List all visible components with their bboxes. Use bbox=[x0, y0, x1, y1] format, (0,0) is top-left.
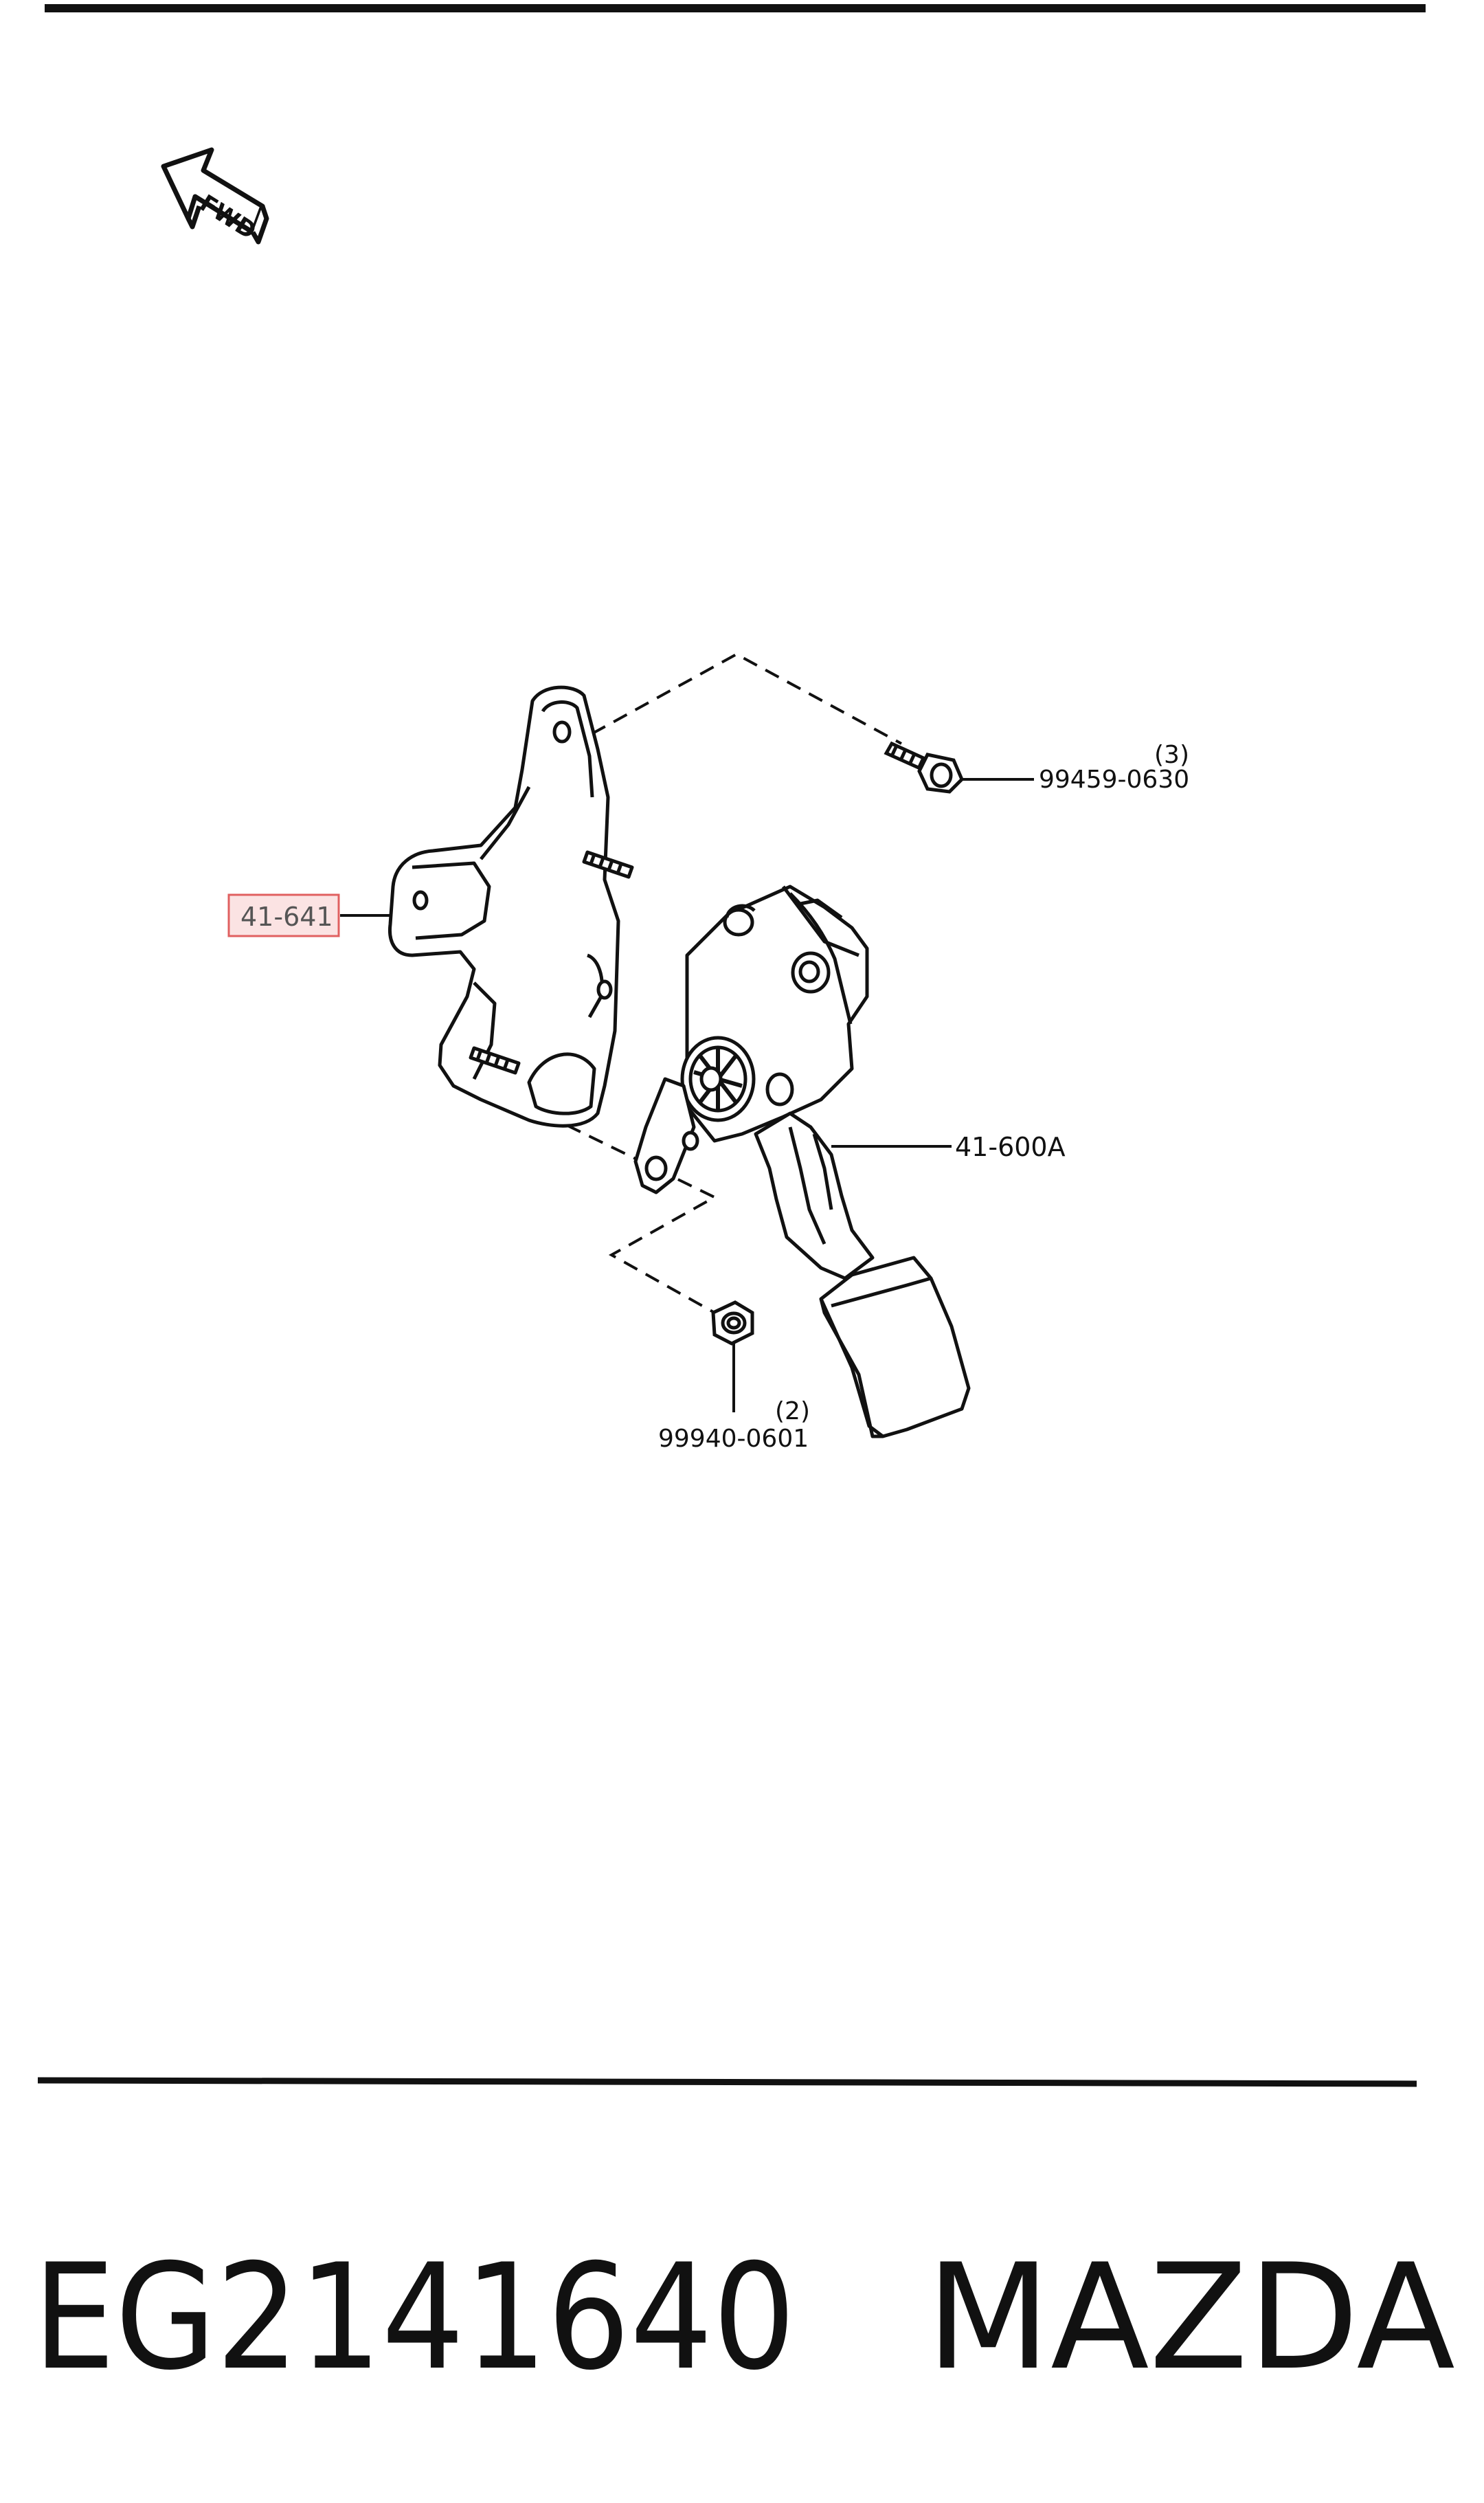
fwd-arrow-icon bbox=[161, 147, 269, 245]
bracket-label-highlight bbox=[227, 893, 340, 937]
nut-icon bbox=[711, 1300, 754, 1346]
bracket-drawing bbox=[387, 685, 634, 1128]
caption-part-number: EG2141640 bbox=[33, 2232, 796, 2402]
bracket-part-number[interactable]: 41-641 bbox=[240, 902, 333, 932]
bolt-icon bbox=[884, 741, 964, 794]
pedal-part-number: 41-600A bbox=[955, 1132, 1066, 1162]
assembly-dashed-lines bbox=[499, 652, 902, 1314]
pedal-drawing bbox=[633, 885, 971, 1438]
bolt-part-number: 99459-0630 bbox=[1039, 766, 1189, 794]
nut-quantity: (2) bbox=[775, 1397, 810, 1425]
caption-brand: MAZDA bbox=[926, 2232, 1455, 2402]
nut-part-number: 99940-0601 bbox=[658, 1425, 809, 1453]
bottom-rule bbox=[37, 2077, 1417, 2087]
bolt-quantity: (3) bbox=[1154, 741, 1189, 769]
